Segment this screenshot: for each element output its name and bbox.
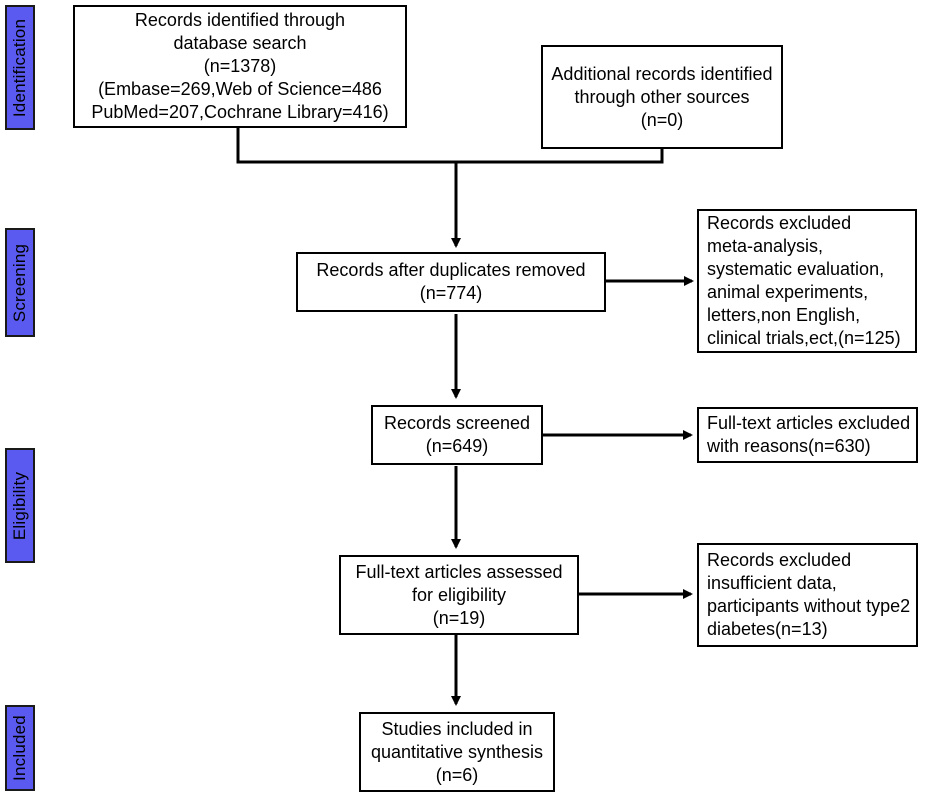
- box-studies-included: Studies included in quantitative synthes…: [359, 712, 555, 792]
- box-identified-database: Records identified through database sear…: [73, 5, 407, 128]
- box-excluded-screening: Records excluded meta-analysis, systemat…: [697, 209, 917, 353]
- stage-label-included: Included: [5, 705, 35, 791]
- box-after-duplicates: Records after duplicates removed (n=774): [296, 252, 606, 312]
- stage-label-identification: Identification: [5, 5, 35, 130]
- box-identified-other: Additional records identified through ot…: [541, 45, 783, 149]
- box-excluded-fulltext: Full-text articles excluded with reasons…: [697, 407, 918, 463]
- box-records-screened: Records screened (n=649): [371, 405, 543, 465]
- stage-label-screening: Screening: [5, 228, 35, 337]
- merge-connector: [236, 127, 664, 164]
- box-fulltext-assessed: Full-text articles assessed for eligibil…: [339, 555, 579, 635]
- box-excluded-eligibility: Records excluded insufficient data, part…: [697, 543, 918, 647]
- stage-label-eligibility: Eligibility: [5, 448, 35, 563]
